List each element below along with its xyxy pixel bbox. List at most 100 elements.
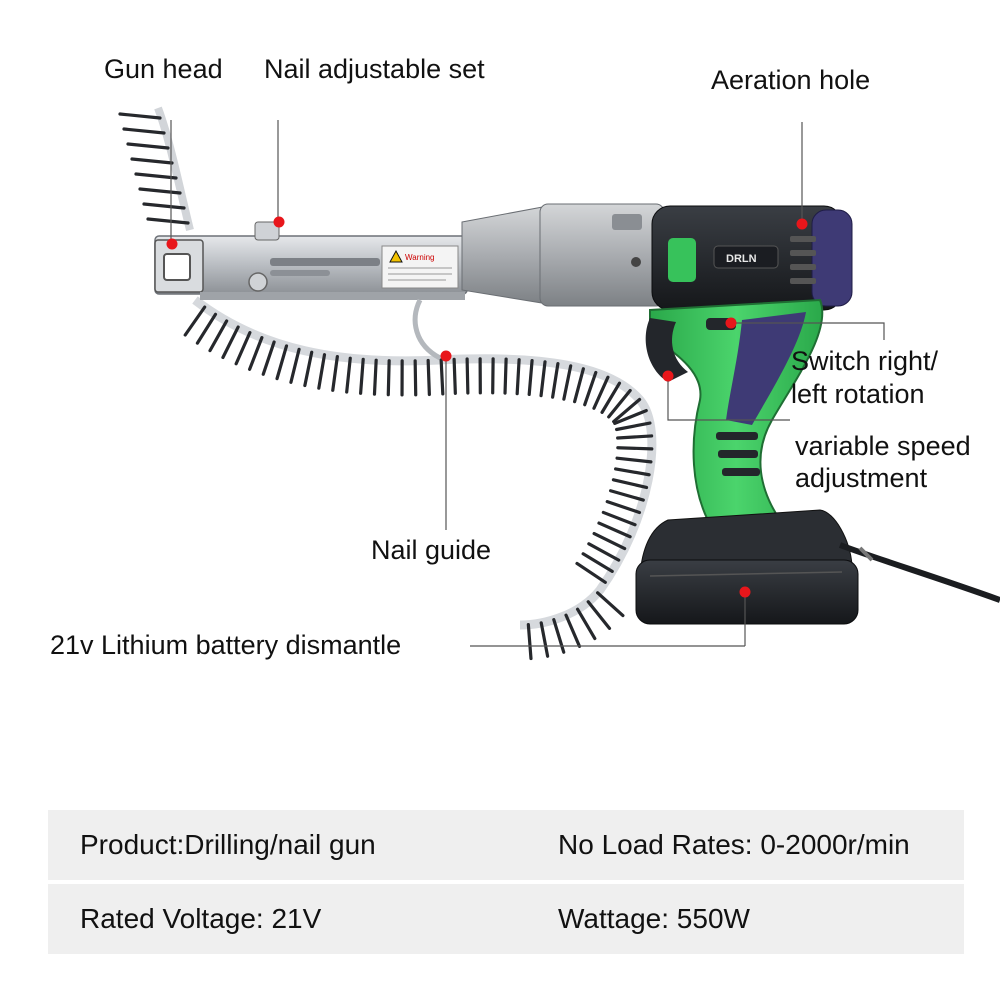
screw bbox=[345, 356, 352, 394]
screw bbox=[289, 347, 301, 384]
handle-dark-panel bbox=[726, 312, 806, 425]
gear-housing-collar bbox=[539, 203, 665, 307]
gun-head-assembly: Warning bbox=[154, 221, 468, 361]
screw bbox=[146, 217, 190, 225]
battery-pack bbox=[635, 509, 1000, 625]
screw bbox=[195, 312, 218, 345]
screw bbox=[583, 370, 598, 407]
screw bbox=[386, 359, 391, 397]
screw bbox=[126, 142, 170, 150]
marker-gun-head bbox=[166, 238, 178, 250]
nail-adjust-knob bbox=[254, 221, 280, 241]
screw bbox=[611, 478, 649, 490]
nail-guide-lip bbox=[200, 292, 465, 300]
screw bbox=[134, 172, 178, 180]
screw bbox=[616, 446, 654, 451]
aeration-vents bbox=[790, 236, 816, 284]
gun-head-window bbox=[163, 253, 191, 281]
label-switch-line2: left rotation bbox=[791, 379, 925, 409]
screw bbox=[575, 607, 597, 641]
screw bbox=[564, 613, 582, 648]
trigger bbox=[645, 318, 688, 382]
label-aeration-hole: Aeration hole bbox=[711, 65, 871, 95]
warning-triangle-icon bbox=[389, 249, 403, 263]
screw bbox=[142, 202, 186, 210]
screw bbox=[609, 489, 645, 502]
label-speed-line2: adjustment bbox=[795, 463, 928, 493]
screw-belt-upper bbox=[154, 106, 194, 231]
spec-table: Product:Drilling/nail gun No Load Rates:… bbox=[48, 810, 964, 958]
nail-gun-drawing: Warning DRLN bbox=[118, 106, 1000, 661]
screw bbox=[539, 360, 547, 398]
nail-guide-rod bbox=[412, 298, 442, 361]
screw bbox=[615, 456, 653, 464]
green-accent-strip bbox=[668, 238, 696, 282]
gear-housing bbox=[461, 203, 665, 307]
label-switch-line1: Switch right/ bbox=[791, 346, 939, 376]
screw bbox=[413, 359, 418, 397]
power-cord bbox=[838, 542, 1000, 603]
screw bbox=[527, 358, 534, 397]
screw bbox=[118, 112, 162, 120]
screw bbox=[596, 591, 625, 618]
screw bbox=[122, 127, 166, 135]
label-nail-guide: Nail guide bbox=[371, 535, 492, 565]
spec-row: Product:Drilling/nail gun No Load Rates:… bbox=[48, 810, 964, 880]
spec-wattage: Wattage: 550W bbox=[558, 903, 750, 934]
adjust-slot bbox=[270, 258, 380, 266]
screw bbox=[613, 408, 648, 425]
spec-product: Product:Drilling/nail gun bbox=[80, 829, 376, 860]
screw bbox=[248, 336, 264, 371]
screw bbox=[331, 355, 339, 392]
spec-no-load-rates: No Load Rates: 0-2000r/min bbox=[558, 829, 910, 860]
screw bbox=[601, 510, 637, 527]
screw bbox=[605, 500, 642, 515]
screw bbox=[234, 331, 252, 366]
label-gun-head: Gun head bbox=[104, 54, 223, 84]
screw bbox=[551, 361, 560, 399]
marker-speed bbox=[662, 370, 674, 382]
screw bbox=[592, 531, 627, 551]
spec-row: Rated Voltage: 21V Wattage: 550W bbox=[48, 884, 964, 954]
adjust-slot-2 bbox=[270, 270, 330, 276]
screw bbox=[465, 357, 470, 395]
screw bbox=[515, 358, 521, 396]
screw bbox=[586, 600, 612, 630]
product-illustration: Warning DRLN bbox=[50, 54, 1000, 661]
callout-markers bbox=[166, 216, 808, 598]
screw bbox=[130, 157, 174, 165]
screw bbox=[439, 358, 445, 396]
motor-body: DRLN bbox=[651, 205, 853, 311]
screw bbox=[581, 552, 614, 573]
screw bbox=[372, 358, 378, 396]
leader-switch bbox=[731, 322, 885, 340]
marker-battery bbox=[739, 586, 751, 598]
screw bbox=[616, 434, 654, 440]
screw bbox=[614, 421, 652, 432]
screw bbox=[539, 621, 550, 658]
screw-strip bbox=[118, 106, 657, 661]
screw-belt-lower bbox=[192, 296, 657, 630]
screw bbox=[600, 381, 622, 414]
screw bbox=[592, 375, 610, 410]
warning-sticker-title: Warning bbox=[405, 253, 435, 262]
spec-rated-voltage: Rated Voltage: 21V bbox=[80, 903, 322, 934]
screw bbox=[526, 623, 533, 661]
marker-nail-guide bbox=[440, 350, 452, 362]
logo-plate bbox=[713, 245, 779, 269]
screw bbox=[612, 397, 642, 424]
marker-aeration-hole bbox=[796, 218, 808, 230]
leader-lines bbox=[170, 120, 885, 647]
screw bbox=[562, 364, 573, 401]
screw bbox=[221, 325, 240, 360]
screw bbox=[183, 305, 207, 337]
screw bbox=[138, 187, 182, 195]
screw bbox=[613, 467, 651, 477]
brand-logo: DRLN bbox=[726, 253, 757, 265]
screw bbox=[303, 350, 314, 388]
screw bbox=[503, 357, 508, 395]
label-speed-line1: variable speed bbox=[795, 431, 971, 461]
screw bbox=[275, 344, 289, 381]
screw bbox=[607, 388, 632, 419]
screw bbox=[452, 357, 457, 395]
